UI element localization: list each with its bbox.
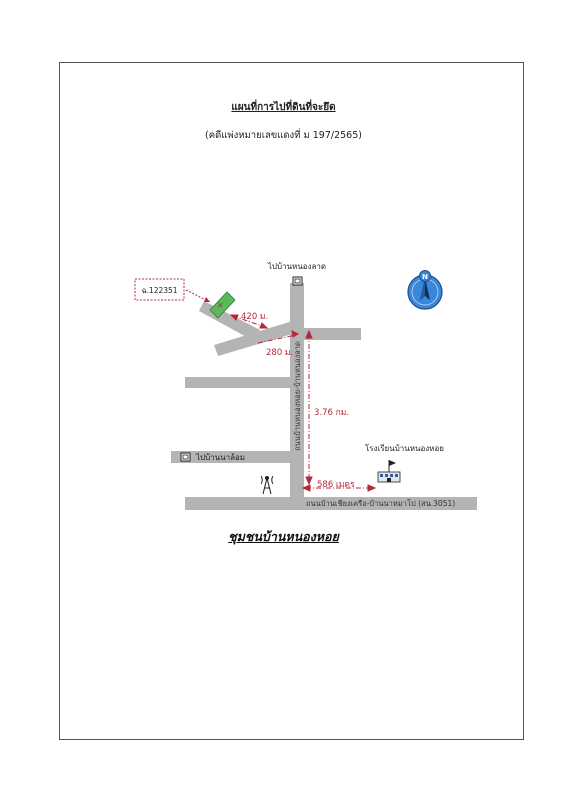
house-icon	[292, 276, 303, 286]
distance-280: 280 ม.	[266, 348, 293, 358]
road-label-horizontal: ถนนบ้านเชียงเครือ-บ้านนาหมาโป (สน.3051)	[306, 499, 455, 508]
school-label: โรงเรียนบ้านหนองหอย	[365, 443, 444, 453]
compass-letter: N	[422, 273, 428, 281]
road-branch-east	[292, 328, 361, 340]
land-parcel: ✕	[209, 291, 236, 319]
community-name: ชุมชนบ้านหนองหอย	[228, 529, 339, 544]
house-icon	[180, 452, 191, 462]
road-main-horizontal	[185, 497, 477, 510]
svg-text:✕: ✕	[217, 301, 224, 310]
west-destination: ไปบ้านนาล้อม	[195, 453, 245, 462]
road-branch-middle	[185, 377, 297, 388]
north-arrow-icon: N	[407, 270, 443, 310]
north-destination: ไปบ้านหนองลาด	[267, 262, 326, 271]
distance-586: 586 เมตร	[317, 480, 355, 490]
map-title: แผนที่การไปที่ดินที่จะยึด	[231, 102, 336, 113]
tower-icon	[260, 475, 274, 495]
deed-box	[134, 278, 185, 301]
roads	[171, 283, 477, 510]
school-icon	[377, 460, 401, 483]
deed-number: ฉ.122351	[141, 286, 177, 295]
distance-420: 420 ม.	[241, 312, 268, 322]
distance-376: 3.76 กม.	[314, 408, 349, 418]
road-label-vertical: ถนนบ้านหนองหอย-บ้านหนองลาด	[293, 341, 302, 451]
dim-280	[257, 334, 297, 344]
case-number: (คดีแพ่งหมายเลขแดงที่ ม 197/2565)	[205, 130, 362, 141]
road-branch-west	[171, 451, 296, 463]
road-diagonal-lower	[214, 320, 299, 356]
map-frame	[59, 62, 524, 740]
